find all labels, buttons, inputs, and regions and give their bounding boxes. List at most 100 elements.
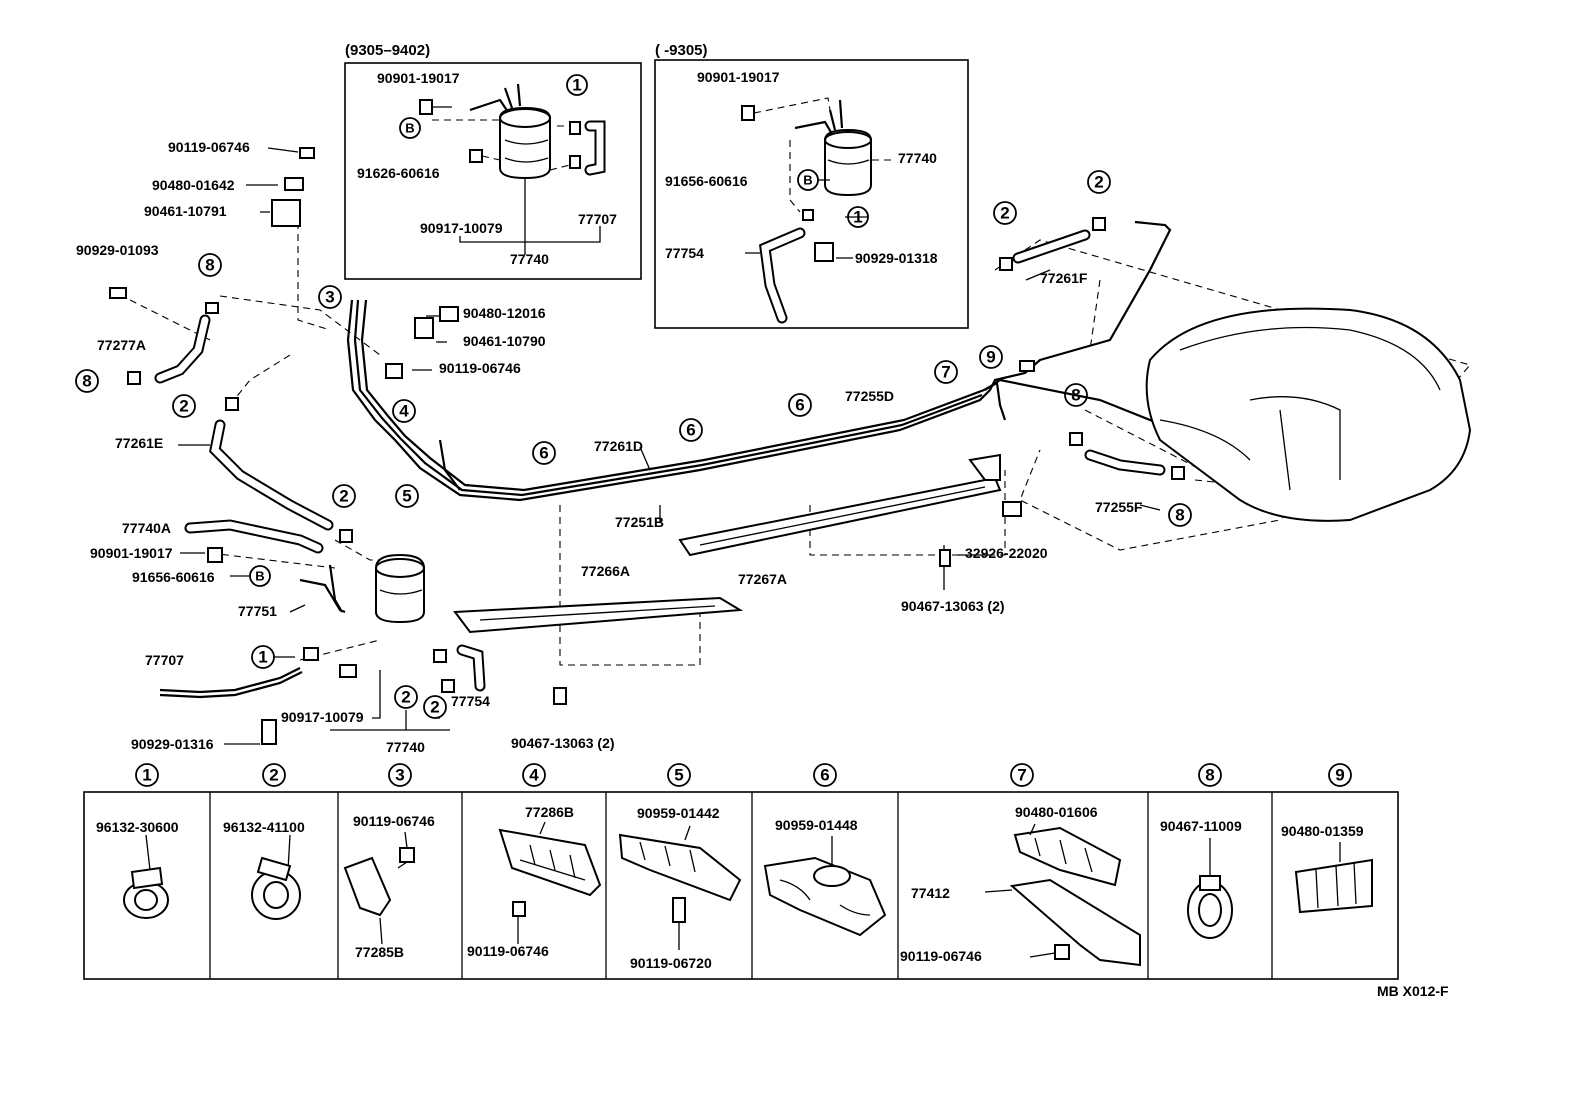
main-label-10: 77707 <box>145 652 184 668</box>
legend-num-2: 2 <box>269 766 278 785</box>
clip-icon <box>205 302 219 314</box>
bracket-icon <box>271 199 301 227</box>
inset-left-circle-1-text: 1 <box>572 76 581 95</box>
legend-num-6: 6 <box>820 766 829 785</box>
legend-num-5: 5 <box>674 766 683 785</box>
main-circle-3: 2 <box>339 487 348 506</box>
canister-icon <box>794 99 872 197</box>
main-circle-1: 8 <box>82 372 91 391</box>
main-label-25: 90467-13063 (2) <box>901 598 1005 614</box>
bolt-icon <box>741 105 755 121</box>
inset-left-header: (9305–9402) <box>345 42 430 59</box>
main-circle-17: 9 <box>986 348 995 367</box>
legend-cell-1-label-0: 96132-30600 <box>96 819 179 835</box>
bolt-icon <box>553 687 567 705</box>
inset-left-label-0: 90901-19017 <box>377 70 460 86</box>
main-label-4: 77277A <box>97 337 146 353</box>
bracket-icon <box>814 242 834 262</box>
legend-num-8: 8 <box>1205 766 1214 785</box>
main-label-13: 77740 <box>386 739 425 755</box>
main-circle-8: 3 <box>325 288 334 307</box>
clip-icon <box>1294 842 1373 914</box>
hose-clamp-icon <box>123 834 169 919</box>
main-label-18: 77261D <box>594 438 643 454</box>
inset-right-circle-b-text: B <box>803 173 812 188</box>
main-label-3: 90929-01093 <box>76 242 159 258</box>
inset-left-circle-b <box>399 117 421 139</box>
inset-right-label-2: 91656-60616 <box>665 173 748 189</box>
main-label-20: 77266A <box>581 563 630 579</box>
inset-right-frame <box>654 59 969 329</box>
main-circle-16: 2 <box>1094 173 1103 192</box>
main-drawing <box>109 147 1472 745</box>
clip-icon <box>1171 466 1185 480</box>
clip-icon <box>441 679 455 693</box>
clamp-icon <box>569 121 581 135</box>
main-label-23: 77267A <box>738 571 787 587</box>
main-circle-10: 5 <box>402 487 411 506</box>
legend-cell-6-label-0: 90959-01448 <box>775 817 858 833</box>
main-circle-6: 2 <box>401 688 410 707</box>
main-label-9: 77751 <box>238 603 277 619</box>
clip-icon <box>109 287 127 299</box>
inset-left-circle-b-text: B <box>405 121 414 136</box>
clip-icon <box>1019 360 1035 372</box>
legend-cell-4-label-1: 90119-06746 <box>467 943 549 959</box>
hose-clamp-icon <box>251 834 301 920</box>
main-circle-7: 2 <box>430 698 439 717</box>
grommet-icon <box>1002 501 1022 517</box>
legend-cell-9-label-0: 90480-01359 <box>1281 823 1364 839</box>
clip-icon <box>339 529 353 543</box>
hose-icon <box>209 419 334 531</box>
inset-right: ( -9305) 90901-19017 77740 91656-60616 7… <box>654 42 969 329</box>
bolt-icon <box>385 363 403 379</box>
legend-frame <box>83 791 1399 980</box>
main-label-24: 32926-22020 <box>965 545 1048 561</box>
fuel-tank-icon <box>1145 307 1472 522</box>
valve-icon <box>469 149 483 163</box>
inset-left-label-1: 91626-60616 <box>357 165 440 181</box>
main-label-8: 91656-60616 <box>132 569 215 585</box>
main-circle-15: 2 <box>1000 204 1009 223</box>
inset-left-circle-1 <box>566 74 588 96</box>
main-label-21: 90467-13063 (2) <box>511 735 615 751</box>
main-circle-4: B <box>255 569 264 584</box>
bolt-icon <box>939 549 951 567</box>
legend-cell-7-label-1: 77412 <box>911 885 950 901</box>
legend-cell-5-label-1: 90119-06720 <box>630 955 712 971</box>
clip-icon <box>127 371 141 385</box>
legend-cell-2-label-0: 96132-41100 <box>223 819 305 835</box>
clamp-icon <box>802 209 814 221</box>
clip-icon <box>1092 217 1106 231</box>
legend-num-9: 9 <box>1335 766 1344 785</box>
main-label-6: 77740A <box>122 520 171 536</box>
legend-cell-7-label-2: 90119-06746 <box>900 948 982 964</box>
clip-icon <box>999 257 1013 271</box>
clip-icon <box>433 649 447 663</box>
main-label-0: 90119-06746 <box>168 139 250 155</box>
grommet-icon <box>207 547 223 563</box>
clip-icon <box>284 177 304 191</box>
main-label-17: 90119-06746 <box>439 360 521 376</box>
main-circle-12: 6 <box>686 421 695 440</box>
main-label-11: 90929-01316 <box>131 736 214 752</box>
clamp-block-icon <box>498 821 602 944</box>
legend-cell-8-label-0: 90467-11009 <box>1160 818 1242 834</box>
inset-left: (9305–9402) 90901-19017 91626-60616 9091… <box>344 42 642 280</box>
parts-legend: 1 2 3 4 5 6 7 8 9 96132-30600 96132-4110… <box>83 763 1399 980</box>
clamp-icon <box>569 155 581 169</box>
main-label-2: 90461-10791 <box>144 203 227 219</box>
canister-icon <box>469 83 551 180</box>
main-circle-0: 8 <box>205 256 214 275</box>
main-circle-13: 6 <box>795 396 804 415</box>
main-label-14: 77754 <box>451 693 490 709</box>
inset-right-header: ( -9305) <box>655 42 708 59</box>
inset-left-label-3: 77707 <box>578 211 617 227</box>
main-label-22: 77255D <box>845 388 894 404</box>
hose-clamp-icon <box>1187 838 1233 939</box>
clamp-block-icon <box>618 825 742 950</box>
clamp-block-icon <box>763 836 887 937</box>
legend-num-3: 3 <box>395 766 404 785</box>
main-circles: 8 8 2 2 B 1 2 2 3 4 5 6 6 6 7 2 2 9 8 8 <box>75 170 1192 719</box>
inset-right-label-3: 77754 <box>665 245 704 261</box>
